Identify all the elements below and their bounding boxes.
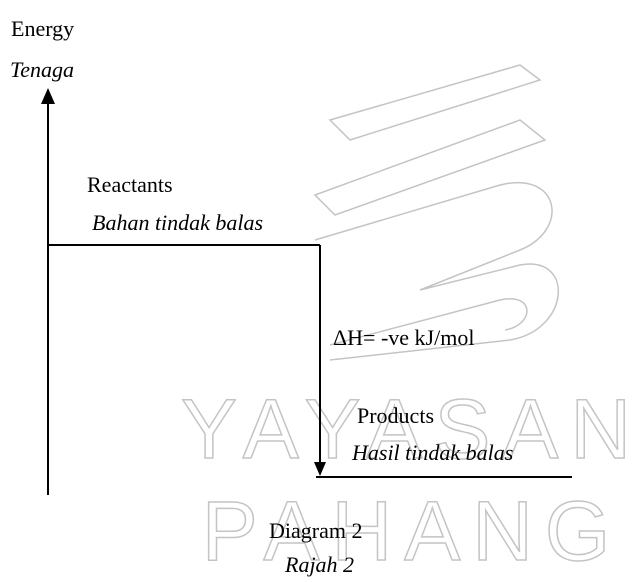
watermark-line1: YAYASAN	[181, 382, 637, 476]
products-label-italic: Hasil tindak balas	[352, 440, 514, 465]
energy-axis-arrow-icon	[41, 88, 55, 104]
diagram-caption: Diagram 2	[269, 518, 363, 543]
watermark-logo	[313, 64, 559, 361]
axis-label: Energy	[11, 16, 75, 41]
enthalpy-arrow-head-icon	[314, 462, 326, 476]
reactants-label-italic: Bahan tindak balas	[92, 210, 264, 235]
products-label: Products	[357, 403, 434, 428]
watermark-line2: PAHANG	[202, 484, 623, 578]
diagram-caption-italic: Rajah 2	[285, 552, 355, 577]
axis-label-italic: Tenaga	[10, 57, 74, 82]
enthalpy-label: ΔH= -ve kJ/mol	[333, 325, 475, 350]
reactants-label: Reactants	[87, 172, 173, 197]
